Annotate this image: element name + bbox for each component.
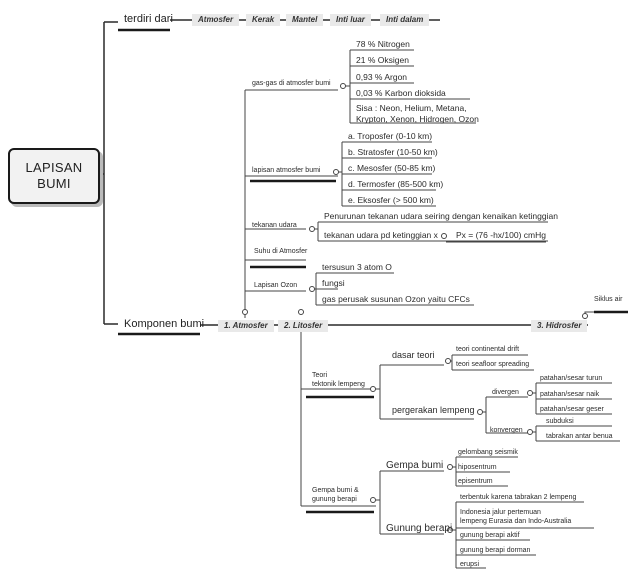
konvergen-item-subduksi[interactable]: subduksi [546,418,574,425]
label-teori-tektonik[interactable]: Teori tektonik lempeng [312,372,365,388]
gas-item-argon[interactable]: 0,93 % Argon [356,72,408,82]
label-konvergen[interactable]: konvergen [490,427,523,434]
label-lapisan-atmosfer[interactable]: lapisan atmosfer bumi [252,167,321,174]
gunung-item-aktif[interactable]: gunung berapi aktif [460,532,520,539]
topic-komponen-bumi[interactable]: Komponen bumi [124,318,205,330]
label-suhu-atmosfer[interactable]: Suhu di Atmosfer [254,248,308,255]
divergen-item-sesar-naik[interactable]: patahan/sesar naik [540,391,600,398]
chip-inti-dalam[interactable]: Inti dalam [380,14,430,26]
label-pergerakan-lempeng[interactable]: pergerakan lempeng [392,405,475,415]
konvergen-item-tabrakan[interactable]: tabrakan antar benua [546,433,613,440]
gempa-item-gelombang-seismik[interactable]: gelombang seismik [458,449,518,456]
ozon-item-atom[interactable]: tersusun 3 atom O [322,262,392,272]
chip-2-litosfer[interactable]: 2. Litosfer [278,320,329,332]
gunung-item-tabrakan-lempeng[interactable]: terbentuk karena tabrakan 2 lempeng [460,494,577,501]
label-lapisan-ozon[interactable]: Lapisan Ozon [254,282,298,289]
chip-kerak[interactable]: Kerak [246,14,281,26]
gas-item-nitrogen[interactable]: 78 % Nitrogen [356,39,410,49]
dasar-item-continental-drift[interactable]: teori continental drift [456,346,520,353]
lapisan-item-troposfer[interactable]: a. Troposfer (0-10 km) [348,131,433,141]
gas-item-oksigen[interactable]: 21 % Oksigen [356,55,409,65]
label-gunung-berapi[interactable]: Gunung berapi [386,523,453,534]
lapisan-item-mesosfer[interactable]: c. Mesosfer (50-85 km) [348,163,436,173]
label-siklus-air[interactable]: Siklus air [594,296,623,303]
gunung-item-dorman[interactable]: gunung berapi dorman [460,547,531,554]
tekanan-item-ketinggian[interactable]: tekanan udara pd ketinggian x [324,230,438,240]
branch-underlines [118,28,628,514]
lapisan-item-termosfer[interactable]: d. Termosfer (85-500 km) [348,179,444,189]
chip-1-atmosfer[interactable]: 1. Atmosfer [218,320,274,332]
label-gempa-gunung[interactable]: Gempa bumi & gunung berapi [312,487,359,503]
ozon-item-fungsi[interactable]: fungsi [322,278,345,288]
label-dasar-teori[interactable]: dasar teori [392,350,435,360]
topic-terdiri-dari[interactable]: terdiri dari [124,13,173,25]
gempa-item-episentrum[interactable]: episentrum [458,478,493,485]
divergen-item-sesar-turun[interactable]: patahan/sesar turun [540,375,603,382]
gempa-item-hiposentrum[interactable]: hiposentrum [458,464,497,471]
root-label: LAPISAN BUMI [25,159,83,191]
dasar-item-seafloor-spreading[interactable]: teori seafloor spreading [456,361,530,368]
lapisan-item-stratosfer[interactable]: b. Stratosfer (10-50 km) [348,147,438,157]
label-divergen[interactable]: divergen [492,389,519,396]
divergen-item-sesar-geser[interactable]: patahan/sesar geser [540,406,604,413]
branch-node-circles [242,83,588,533]
chip-3-hidrosfer[interactable]: 3. Hidrosfer [531,320,588,332]
root-node-lapisan-bumi[interactable]: LAPISAN BUMI [8,148,100,204]
chip-atmosfer[interactable]: Atmosfer [192,14,240,26]
gas-item-sisa[interactable]: Sisa : Neon, Helium, Metana, Krypton, Xe… [356,103,479,124]
ozon-item-cfcs[interactable]: gas perusak susunan Ozon yaitu CFCs [322,294,470,304]
tekanan-formula[interactable]: Px = (76 -hx/100) cmHg [456,230,546,240]
chip-inti-luar[interactable]: Inti luar [330,14,371,26]
label-gempa-bumi[interactable]: Gempa bumi [386,460,444,471]
label-gas-gas[interactable]: gas-gas di atmosfer bumi [252,80,331,87]
gas-item-karbon-dioksida[interactable]: 0,03 % Karbon dioksida [356,88,446,98]
gunung-item-jalur-pertemuan[interactable]: Indonesia jalur pertemuan lempeng Eurasi… [460,509,572,525]
lapisan-item-eksosfer[interactable]: e. Eksosfer (> 500 km) [348,195,434,205]
gunung-item-erupsi[interactable]: erupsi [460,561,480,568]
chip-mantel[interactable]: Mantel [286,14,324,26]
tekanan-item-penurunan[interactable]: Penurunan tekanan udara seiring dengan k… [324,211,558,221]
label-tekanan-udara[interactable]: tekanan udara [252,222,297,229]
